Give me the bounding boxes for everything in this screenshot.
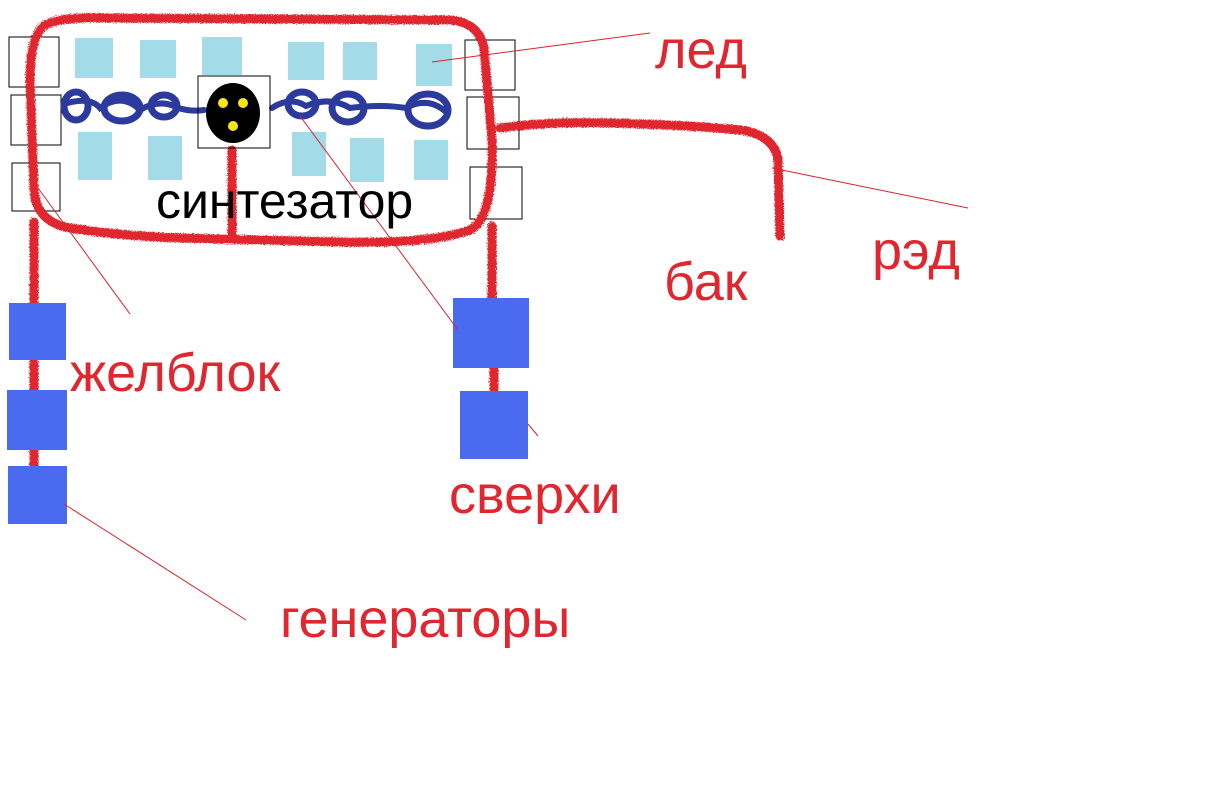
ice-block <box>78 132 112 180</box>
sverkhi-block <box>453 298 529 368</box>
red-pipe-network <box>25 13 785 471</box>
core-dot <box>238 98 248 108</box>
label-led: лед <box>655 20 747 80</box>
chain-knot <box>284 88 320 120</box>
leader-led <box>431 32 651 63</box>
label-bak: бак <box>664 252 748 312</box>
synthesizer-core <box>197 75 271 149</box>
side-box-right-bottom <box>469 166 523 220</box>
sverkhi-block <box>460 391 528 459</box>
ice-block <box>202 37 242 75</box>
core-dot <box>218 98 228 108</box>
core-dot <box>228 121 238 131</box>
leader-sverkhi <box>299 115 459 331</box>
label-zhelblok: желблок <box>70 343 281 403</box>
ice-blocks <box>75 37 452 182</box>
ice-block <box>414 140 448 180</box>
generator-block <box>9 303 66 360</box>
leader-generators <box>63 503 247 621</box>
chain-knot <box>147 91 181 121</box>
ice-block <box>343 42 377 80</box>
ice-block <box>292 132 326 176</box>
label-synthesizer: синтезатор <box>156 173 413 229</box>
ice-block <box>148 136 182 180</box>
label-generators: генераторы <box>280 589 570 649</box>
leader-red <box>771 167 969 209</box>
core-box <box>197 75 271 149</box>
leader-sverkhi-2 <box>527 423 539 437</box>
ice-block <box>140 40 176 78</box>
leader-zhelblok <box>37 187 131 315</box>
tank-pipe <box>495 118 785 241</box>
label-red: рэд <box>872 221 960 281</box>
ice-block <box>416 44 452 86</box>
frame-loop <box>25 13 497 247</box>
leader-lines <box>37 32 969 621</box>
chain-knot <box>60 88 92 124</box>
ice-block <box>350 138 384 182</box>
chain-knot <box>100 91 144 125</box>
blue-chain <box>60 88 452 130</box>
generator-block <box>8 466 67 524</box>
chain-knot <box>328 90 368 126</box>
ice-block <box>288 42 324 80</box>
ice-block <box>75 38 113 78</box>
generator-block <box>7 390 67 450</box>
chain-line-right <box>269 98 449 115</box>
blue-blocks <box>7 298 529 524</box>
chain-knot <box>404 90 452 130</box>
core-disc <box>206 83 260 143</box>
label-sverkhi: сверхи <box>449 465 621 525</box>
